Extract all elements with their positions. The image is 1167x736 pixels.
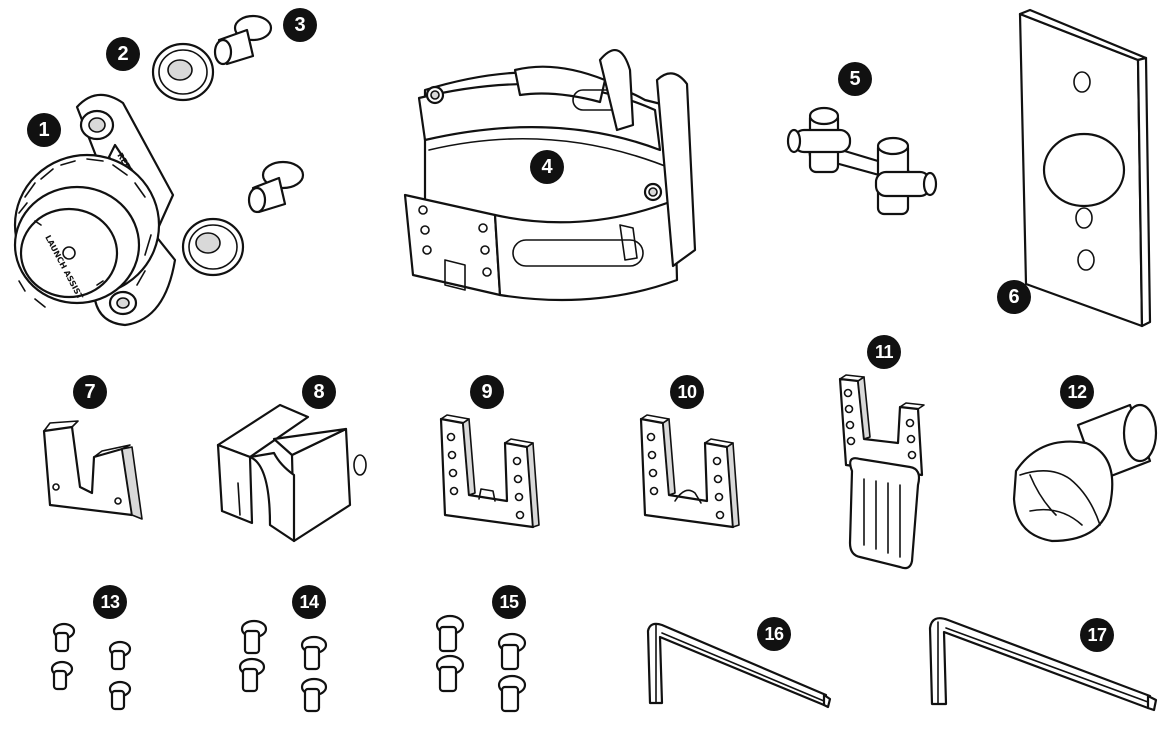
callout-15: 15	[492, 585, 526, 619]
screw-set-small: 13	[30, 585, 160, 720]
screw-set-large: 15	[425, 585, 560, 720]
callout-14: 14	[292, 585, 326, 619]
callout-4: 4	[530, 150, 564, 184]
clamp-ring: 4	[403, 40, 710, 302]
holed-fork-a: 9	[435, 375, 545, 535]
callout-3: 3	[283, 8, 317, 42]
callout-8: 8	[302, 375, 336, 409]
holed-fork-b: 10	[635, 375, 745, 535]
washers: 2	[100, 20, 250, 280]
callout-13: 13	[93, 585, 127, 619]
callout-12: 12	[1060, 375, 1094, 409]
callout-1: 1	[27, 113, 61, 147]
callout-7: 7	[73, 375, 107, 409]
hex-key-large: 17	[920, 610, 1160, 720]
knob-assembly: REDROCK LAUNCH ASSIST 1	[5, 85, 195, 335]
pin-rod-assembly: 5	[780, 60, 940, 230]
callout-6: 6	[997, 280, 1031, 314]
fork-with-spring-clip: 11	[830, 335, 950, 575]
callout-5: 5	[838, 62, 872, 96]
shoulder-screws: 3	[205, 0, 325, 220]
u-plate-thin: 7	[40, 375, 155, 535]
callout-16: 16	[757, 617, 791, 651]
callout-11: 11	[867, 335, 901, 369]
callout-10: 10	[670, 375, 704, 409]
hex-key-small: 16	[640, 615, 835, 715]
callout-9: 9	[470, 375, 504, 409]
callout-17: 17	[1080, 618, 1114, 652]
mounting-plate: 6	[990, 8, 1165, 330]
callout-2: 2	[106, 37, 140, 71]
screw-set-medium: 14	[230, 585, 365, 720]
u-block: 8	[210, 375, 370, 550]
thumb-screw: 12	[1000, 375, 1165, 545]
